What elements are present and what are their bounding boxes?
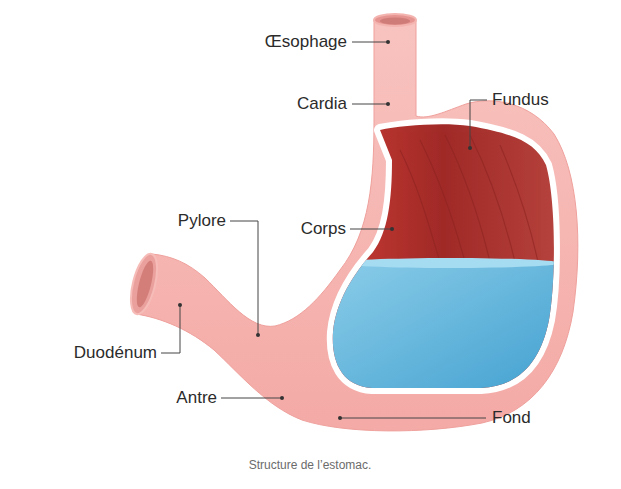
part-label: Fond bbox=[492, 408, 531, 428]
figure-caption: Structure de l’estomac. bbox=[249, 457, 372, 473]
esophagus-opening bbox=[374, 14, 416, 26]
duodenum-opening bbox=[126, 251, 162, 316]
part-label: Duodénum bbox=[74, 343, 157, 363]
part-label: Pylore bbox=[178, 211, 226, 231]
part-label: Corps bbox=[301, 219, 346, 239]
mucosa-folds bbox=[400, 135, 538, 262]
part-label: Œsophage bbox=[265, 32, 347, 52]
duodenum-lumen bbox=[133, 259, 156, 308]
gastric-fluid bbox=[320, 262, 570, 402]
fluid-surface bbox=[340, 258, 560, 268]
part-label: Antre bbox=[176, 388, 217, 408]
leader-lines bbox=[161, 42, 487, 418]
leader-dots bbox=[178, 40, 472, 420]
part-label: Cardia bbox=[297, 94, 347, 114]
part-label: Fundus bbox=[492, 90, 549, 110]
stomach-outline bbox=[136, 20, 578, 431]
esophagus-lumen bbox=[380, 18, 410, 25]
